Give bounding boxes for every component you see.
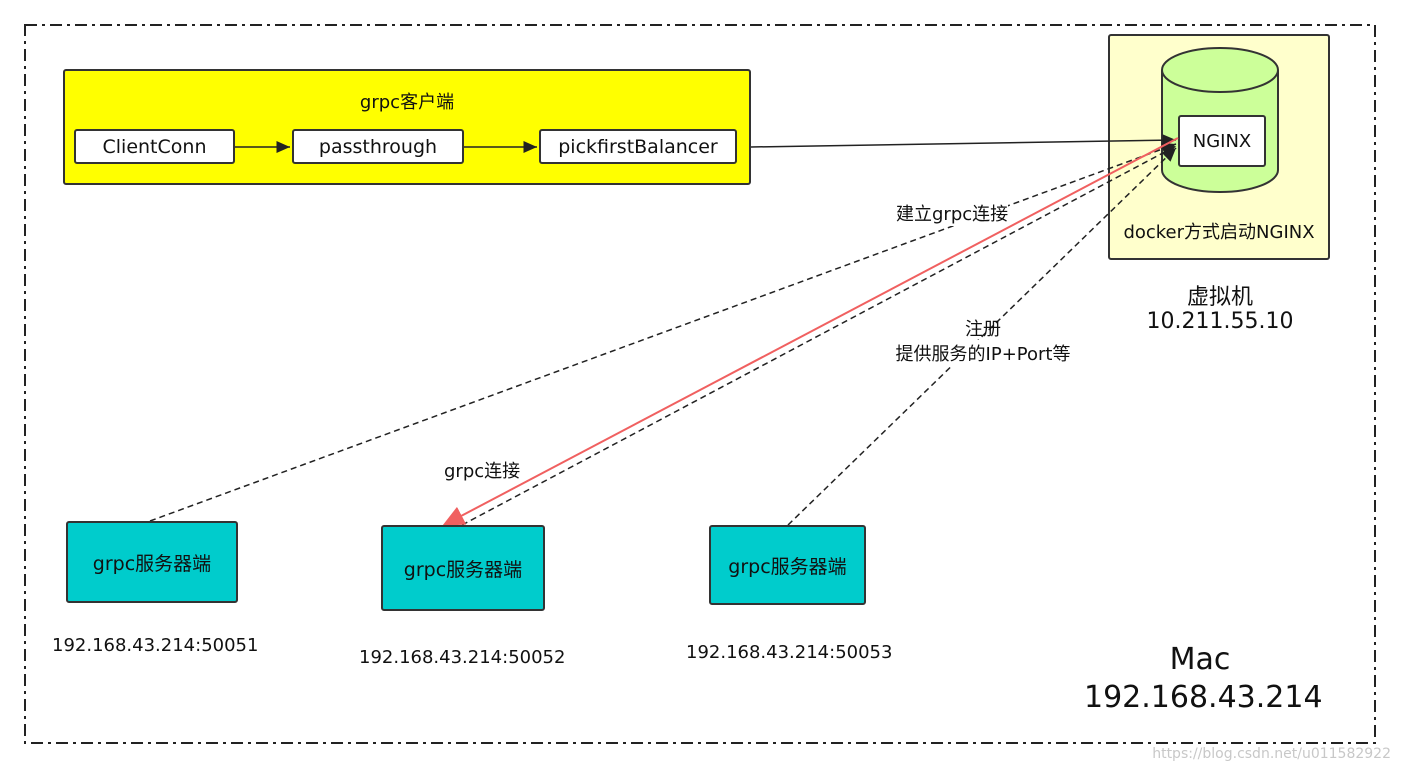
vm-name: 虚拟机 (1186, 285, 1253, 310)
register-label-line2: 提供服务的IP+Port等 (873, 340, 1093, 366)
passthrough-node: passthrough (292, 129, 464, 164)
grpc-connection-label: grpc连接 (444, 461, 521, 482)
watermark: https://blog.csdn.net/u011582922 (1152, 746, 1391, 762)
host-name: Mac (1169, 642, 1231, 677)
clientconn-node: ClientConn (74, 129, 235, 164)
host-ip: 192.168.43.214 (1084, 680, 1323, 715)
grpc-server-3: grpc服务器端 (709, 525, 866, 605)
grpc-server-1: grpc服务器端 (66, 521, 238, 603)
edge-client-nginx (750, 134, 1177, 148)
grpc-server-2: grpc服务器端 (381, 525, 545, 611)
grpc-server-2-addr: 192.168.43.214:50052 (359, 647, 566, 668)
register-label-line1: 注册 (965, 319, 1001, 340)
grpc-server-3-addr: 192.168.43.214:50053 (686, 642, 893, 663)
establish-grpc-label: 建立grpc连接 (896, 200, 1009, 226)
docker-nginx-caption: docker方式启动NGINX (1123, 222, 1315, 243)
grpc-client-title: grpc客户端 (359, 92, 455, 113)
pickfirst-balancer-node: pickfirstBalancer (539, 129, 737, 164)
grpc-server-1-addr: 192.168.43.214:50051 (52, 635, 259, 656)
edge-nginx-server2-grpc (442, 137, 1179, 526)
edge-server3-nginx (787, 147, 1177, 526)
edge-server2-nginx (461, 145, 1177, 526)
vm-ip: 10.211.55.10 (1146, 309, 1294, 334)
nginx-box: NGINX (1178, 115, 1266, 167)
grpc-client-box (63, 69, 751, 185)
